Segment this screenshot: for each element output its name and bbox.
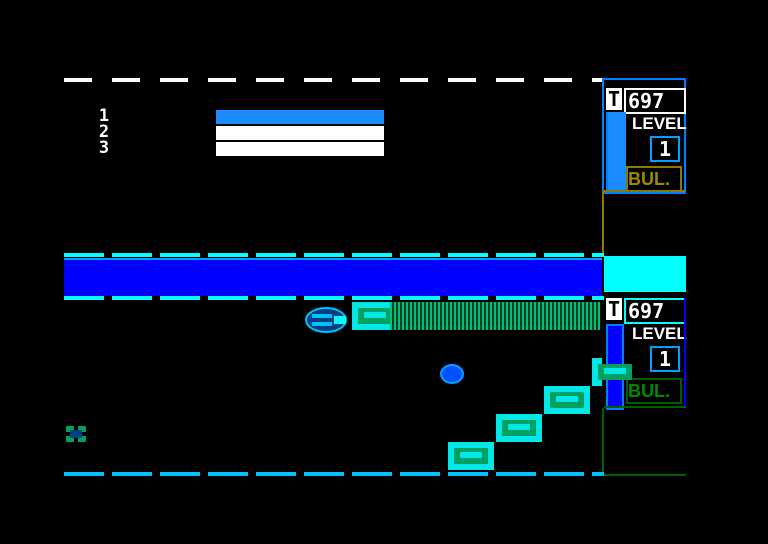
hud-bottom-weapon: BUL. bbox=[626, 378, 682, 404]
water-channel bbox=[64, 258, 602, 296]
hud-top-level-value: 1 bbox=[650, 136, 680, 162]
hud-top-olive-stem bbox=[602, 192, 604, 254]
bottom-rail bbox=[64, 472, 604, 476]
rank-3: 3 bbox=[98, 138, 110, 158]
hatched-platform bbox=[390, 302, 600, 330]
hud-bottom-frame-right bbox=[684, 298, 686, 408]
rank-2: 2 bbox=[98, 122, 110, 142]
orb-icon bbox=[440, 364, 464, 384]
hud-bottom-level-value: 1 bbox=[650, 346, 680, 372]
hud-top-olive-line bbox=[602, 190, 686, 192]
stair-block-2 bbox=[496, 414, 542, 442]
ship-icon bbox=[305, 307, 347, 333]
hud-bottom-green-line bbox=[604, 406, 686, 408]
rank-bar-1 bbox=[216, 110, 384, 124]
player-ship bbox=[304, 306, 352, 334]
mid-rail-top bbox=[64, 253, 604, 257]
rank-bar-2 bbox=[216, 126, 384, 140]
mid-rail-bottom bbox=[64, 296, 604, 300]
hud-bottom-timer-letter: T bbox=[606, 297, 622, 321]
hud-bottom-timer: 697 bbox=[624, 298, 686, 324]
rank-1: 1 bbox=[98, 106, 110, 126]
hud-bottom-green-base bbox=[604, 474, 686, 476]
stair-block-1 bbox=[448, 442, 494, 470]
crab-icon bbox=[66, 426, 86, 442]
top-rail bbox=[64, 78, 604, 82]
enemy-orb bbox=[440, 364, 464, 384]
hud-bottom-green-stem bbox=[602, 408, 604, 476]
enemy-crab bbox=[64, 424, 88, 444]
rank-bar-3 bbox=[216, 142, 384, 156]
stair-block-4 bbox=[592, 358, 632, 386]
cyan-panel bbox=[604, 256, 686, 292]
hud-bottom-level-label: LEVEL bbox=[632, 324, 687, 343]
stair-block-3 bbox=[544, 386, 590, 414]
hud-top-frame bbox=[602, 78, 686, 194]
hud-top-level-label: LEVEL bbox=[632, 114, 687, 133]
hud-top-timer-letter: T bbox=[606, 87, 622, 111]
hud-top-weapon: BUL. bbox=[626, 166, 682, 192]
hud-top-energy-gauge bbox=[606, 112, 626, 192]
hud-top-timer: 697 bbox=[624, 88, 686, 114]
